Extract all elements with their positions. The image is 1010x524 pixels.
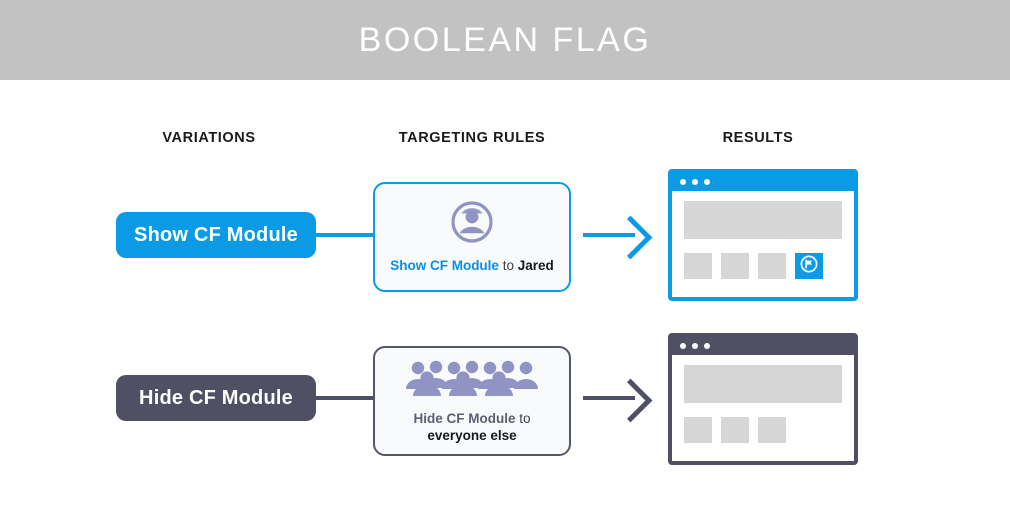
variation-pill-show-label: Show CF Module — [134, 223, 298, 246]
column-heading-variations: VARIATIONS — [162, 130, 256, 146]
rule-audience-hide: everyone else — [427, 427, 517, 443]
column-heading-results: RESULTS — [722, 130, 794, 146]
cf-flag-icon — [799, 254, 819, 279]
content-tile-placeholder — [684, 417, 712, 443]
rule-connector-hide: to — [519, 410, 531, 426]
content-tile-row-show — [684, 253, 842, 279]
window-dot-icon — [704, 343, 710, 349]
targeting-card-hide[interactable]: Hide CF Module to everyone else — [373, 346, 571, 456]
variation-pill-hide-cf-module[interactable]: Hide CF Module — [116, 375, 316, 421]
content-tile-placeholder — [758, 253, 786, 279]
content-tile-placeholder — [684, 253, 712, 279]
single-user-icon — [450, 200, 494, 249]
content-tile-placeholder — [721, 253, 749, 279]
page-title: BOOLEAN FLAG — [358, 20, 652, 59]
window-dot-icon — [704, 179, 710, 185]
browser-titlebar-show — [672, 173, 854, 191]
window-dot-icon — [692, 343, 698, 349]
content-tile-placeholder — [721, 417, 749, 443]
variation-pill-hide-label: Hide CF Module — [139, 386, 293, 409]
content-tile-row-hide — [684, 417, 842, 443]
targeting-rule-text-show: Show CF Module to Jared — [390, 257, 554, 274]
variation-pill-show-cf-module[interactable]: Show CF Module — [116, 212, 316, 258]
targeting-card-show[interactable]: Show CF Module to Jared — [373, 182, 571, 292]
window-dot-icon — [680, 179, 686, 185]
window-dot-icon — [680, 343, 686, 349]
content-tile-cf-module[interactable] — [795, 253, 823, 279]
browser-body-show — [672, 191, 854, 279]
content-placeholder-block — [684, 365, 842, 403]
connector-pill-to-card-hide — [310, 396, 375, 400]
browser-window-show[interactable] — [668, 169, 858, 301]
content-placeholder-block — [684, 201, 842, 239]
window-dot-icon — [692, 179, 698, 185]
crowd-of-people-icon — [404, 359, 540, 402]
browser-titlebar-hide — [672, 337, 854, 355]
content-tile-placeholder — [758, 417, 786, 443]
browser-window-hide[interactable] — [668, 333, 858, 465]
browser-body-hide — [672, 355, 854, 443]
page-header: BOOLEAN FLAG — [0, 0, 1010, 80]
rule-variation-name-show: Show CF Module — [390, 258, 499, 273]
targeting-rule-text-hide: Hide CF Module to everyone else — [413, 410, 530, 444]
rule-connector-show: to — [502, 258, 514, 273]
connector-pill-to-card-show — [310, 233, 375, 237]
column-heading-targeting-rules: TARGETING RULES — [398, 130, 546, 146]
rule-audience-show: Jared — [517, 258, 554, 273]
rule-variation-name-hide: Hide CF Module — [413, 410, 516, 426]
